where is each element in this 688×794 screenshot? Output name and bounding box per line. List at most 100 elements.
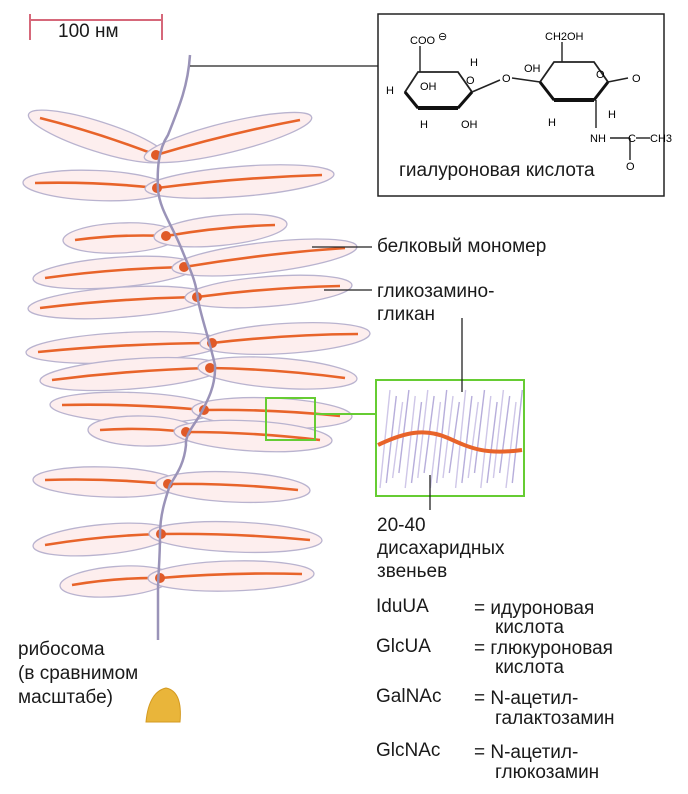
core-protein (159, 572, 303, 580)
svg-text:O: O (632, 73, 641, 85)
core-protein (156, 173, 323, 190)
gag-strand (461, 395, 473, 484)
gag-strand (473, 389, 486, 474)
gag-strand (454, 389, 467, 489)
glycosaminoglycan-label-1: гликозамино- (377, 281, 495, 302)
proteoglycan-arms (22, 109, 371, 598)
gag-halo (153, 213, 288, 248)
gag-strand (398, 389, 410, 474)
svg-text:OH: OH (461, 119, 478, 131)
legend-def-glcua-2: кислота (495, 657, 564, 678)
hyaluronic-acid-label: гиалуроновая кислота (399, 160, 595, 181)
svg-text:H: H (420, 119, 428, 131)
disaccharide-label-2: дисахаридных (377, 538, 505, 559)
legend-def-glcnac-2: глюкозамин (495, 762, 600, 783)
svg-text:NH: NH (590, 133, 606, 145)
hyaluronic-acid-structure: COO ⊖ CH2OH H OH H OH H O O OH H H O NH … (377, 13, 672, 197)
gag-halo (197, 356, 358, 390)
svg-text:COO: COO (410, 35, 436, 47)
svg-text:H: H (470, 57, 478, 69)
gag-halo (144, 164, 335, 199)
core-protein (51, 366, 211, 382)
svg-text:CH2OH: CH2OH (545, 31, 584, 43)
legend-abbr-iduua: IduUA (376, 596, 429, 617)
svg-text:CH3: CH3 (650, 133, 672, 145)
svg-text:OH: OH (420, 81, 437, 93)
gag-halo (173, 419, 333, 453)
core-protein (165, 223, 276, 238)
legend-def-iduua-2: кислота (495, 617, 564, 638)
svg-text:H: H (548, 117, 556, 129)
link-protein-node (161, 231, 171, 241)
link-protein-node (205, 363, 215, 373)
core-protein (209, 366, 346, 380)
svg-text:O: O (626, 161, 635, 173)
legend-abbr-glcnac: GlcNAc (376, 740, 441, 761)
core-protein (44, 478, 169, 486)
core-protein (39, 295, 198, 310)
ribosome-label-2: (в сравнимом (18, 663, 139, 684)
core-protein (39, 116, 157, 157)
gag-halo (147, 560, 315, 592)
zoom-source-box (265, 397, 316, 441)
svg-text:O: O (502, 73, 511, 85)
ribosome-label-1: рибосома (18, 639, 105, 660)
hyaluronic-acid-backbone (156, 54, 217, 640)
svg-text:O: O (466, 75, 475, 87)
gag-halo (32, 522, 174, 557)
gag-strand (391, 401, 404, 479)
core-protein (37, 341, 213, 354)
gag-halo (199, 321, 371, 356)
core-protein (196, 284, 341, 299)
gag-strand (486, 401, 498, 484)
core-protein (34, 181, 158, 190)
gag-strand (492, 389, 505, 479)
core-protein (155, 118, 301, 157)
disaccharide-label-1: 20-40 (377, 515, 426, 536)
ribosome-label-3: масштабе) (18, 687, 113, 708)
gag-halo (184, 274, 353, 309)
legend-def-glcua-1: = глюкуроновая (474, 638, 613, 659)
gag-strand (480, 395, 492, 489)
legend-def-glcnac-1: = N-ацетил- (474, 742, 579, 763)
gag-halo (155, 470, 311, 504)
svg-text:H: H (386, 85, 394, 97)
link-protein-node (155, 573, 165, 583)
svg-text:⊖: ⊖ (438, 31, 447, 43)
gag-strand (467, 401, 479, 479)
core-protein (44, 265, 185, 280)
svg-text:O: O (596, 69, 605, 81)
zoom-panel (375, 318, 525, 510)
disaccharide-label-3: звеньев (377, 561, 448, 582)
core-protein (160, 532, 311, 542)
link-protein-node (179, 262, 189, 272)
scale-bar (29, 14, 163, 40)
gag-strand (410, 401, 423, 484)
core-protein (185, 430, 321, 442)
gag-strand (499, 395, 511, 474)
scale-bar-label: 100 нм (58, 21, 119, 42)
legend-abbr-galnac: GalNAc (376, 686, 442, 707)
gag-strand (379, 389, 391, 489)
svg-text:H: H (608, 109, 616, 121)
legend-def-iduua-1: = идуроновая (474, 598, 595, 619)
core-protein (167, 482, 299, 492)
gag-strand (404, 395, 416, 489)
gag-strand (505, 401, 517, 489)
legend-abbr-glcua: GlcUA (376, 636, 431, 657)
gag-strand (429, 401, 442, 489)
svg-text:OH: OH (524, 63, 541, 75)
core-protein (61, 403, 205, 412)
protein-monomer-label: белковый мономер (377, 236, 547, 257)
legend-def-galnac-1: = N-ацетил- (474, 688, 579, 709)
gag-strand (448, 401, 460, 474)
core-protein (211, 332, 359, 345)
gag-halo (148, 520, 323, 554)
glycosaminoglycan-label-2: гликан (377, 304, 436, 325)
core-protein (183, 246, 346, 269)
legend-def-galnac-2: галактозамин (495, 708, 615, 729)
ribosome-shape (145, 687, 181, 723)
svg-text:C: C (628, 133, 636, 145)
gag-strand (511, 389, 523, 484)
